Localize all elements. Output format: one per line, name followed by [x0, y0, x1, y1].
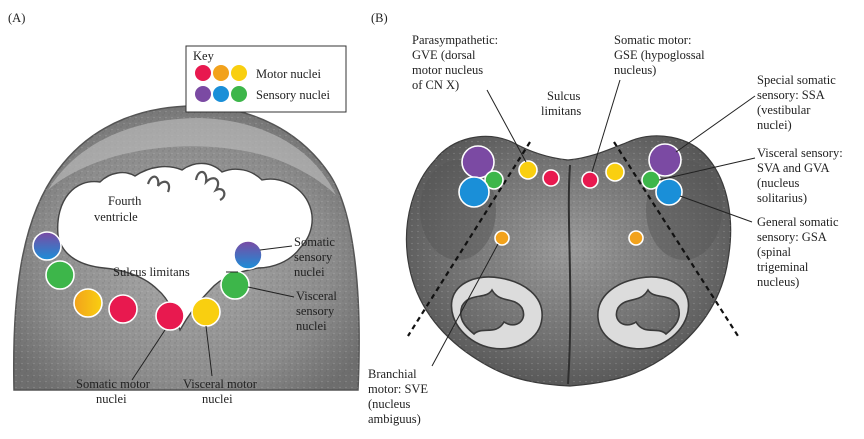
a-somatic-motor-leader [131, 329, 166, 381]
a-right-visceral-motor-nucleus [191, 297, 221, 327]
b-right-nucleus-ambiguus [628, 230, 644, 246]
b-right-hypoglossal-nucleus [581, 171, 599, 189]
b-special-somatic-label: Special somatic sensory: SSA (vestibular… [757, 73, 839, 132]
fourth-ventricle-cavity [57, 162, 313, 332]
b-branchial-motor-leader [431, 243, 499, 367]
panel-b: (B) Paras [368, 11, 846, 426]
b-left-solitary-nucleus [484, 170, 504, 190]
a-visceral-motor-label: Visceral motor nuclei [183, 377, 260, 406]
roof-plate [48, 118, 336, 195]
b-parasympathetic-label: Parasympathetic: GVE (dorsal motor nucle… [412, 33, 501, 92]
left-inferior-olive [450, 276, 543, 350]
b-left-hypoglossal-nucleus [542, 169, 560, 187]
key-motor-orange [213, 65, 229, 81]
a-left-somatic-motor-nucleus [108, 294, 138, 324]
panel-a-letter: (A) [8, 11, 25, 25]
b-left-dorsal-motor-vagus [518, 160, 538, 180]
key-sensory-green [231, 86, 247, 102]
b-general-somatic-leader [679, 195, 753, 223]
b-left-nucleus-ambiguus [494, 230, 510, 246]
a-visceral-sensory-leader [247, 286, 295, 298]
key-title: Key [193, 49, 215, 63]
b-branchial-motor-label: Branchial motor: SVE (nucleus ambiguus) [368, 367, 431, 426]
a-right-somatic-motor-nucleus [155, 301, 185, 331]
panel-a: (A) Fourth ventricle Sulcus limitans [8, 11, 360, 406]
a-somatic-sensory-label: Somatic sensory nuclei [294, 235, 338, 279]
key-motor-label: Motor nuclei [256, 67, 321, 81]
a-sulcus-limitans-label: Sulcus limitans [113, 265, 190, 279]
b-visceral-sensory-leader [658, 157, 756, 181]
b-somatic-motor-leader [591, 79, 621, 173]
a-visceral-sensory-label: Visceral sensory nuclei [296, 289, 340, 333]
panel-b-letter: (B) [371, 11, 388, 25]
key-box: Key Motor nuclei Sensory nuclei [185, 45, 347, 113]
fourth-ventricle-label: Fourth ventricle [94, 194, 144, 224]
key-sensory-purple [195, 86, 211, 102]
b-left-spinal-trigeminal-nucleus [458, 176, 490, 208]
choroid-plexus [146, 170, 226, 201]
left-sulcus-limitans-line [407, 141, 531, 337]
b-somatic-motor-label: Somatic motor: GSE (hypoglossal nucleus) [614, 33, 708, 77]
a-right-somatic-sensory-nucleus [233, 240, 263, 270]
b-right-vestibular-nucleus [648, 143, 682, 177]
a-right-visceral-sensory-nucleus [220, 270, 250, 300]
median-raphe [567, 164, 572, 385]
a-visceral-motor-leader [205, 325, 213, 377]
b-special-somatic-leader [675, 95, 756, 153]
b-visceral-sensory-label: Visceral sensory: SVA and GVA (nucleus s… [757, 146, 846, 205]
key-sensory-label: Sensory nuclei [256, 88, 330, 102]
b-sulcus-limitans-label: Sulcus limitans [541, 89, 583, 118]
key-sensory-blue [213, 86, 229, 102]
b-right-spinal-trigeminal-nucleus [655, 178, 683, 206]
b-general-somatic-label: General somatic sensory: GSA (spinal tri… [757, 215, 842, 289]
right-sulcus-limitans-line [613, 141, 739, 337]
a-somatic-sensory-leader [259, 245, 293, 251]
a-left-visceral-sensory-nucleus [45, 260, 75, 290]
b-right-dorsal-motor-vagus [605, 162, 625, 182]
a-somatic-motor-label: Somatic motor nuclei [76, 377, 153, 406]
right-inferior-olive [597, 276, 690, 350]
a-left-visceral-motor-nucleus [73, 288, 103, 318]
key-motor-red [195, 65, 211, 81]
a-left-somatic-sensory-nucleus [32, 231, 62, 261]
key-motor-yellow [231, 65, 247, 81]
b-parasympathetic-leader [486, 89, 527, 163]
